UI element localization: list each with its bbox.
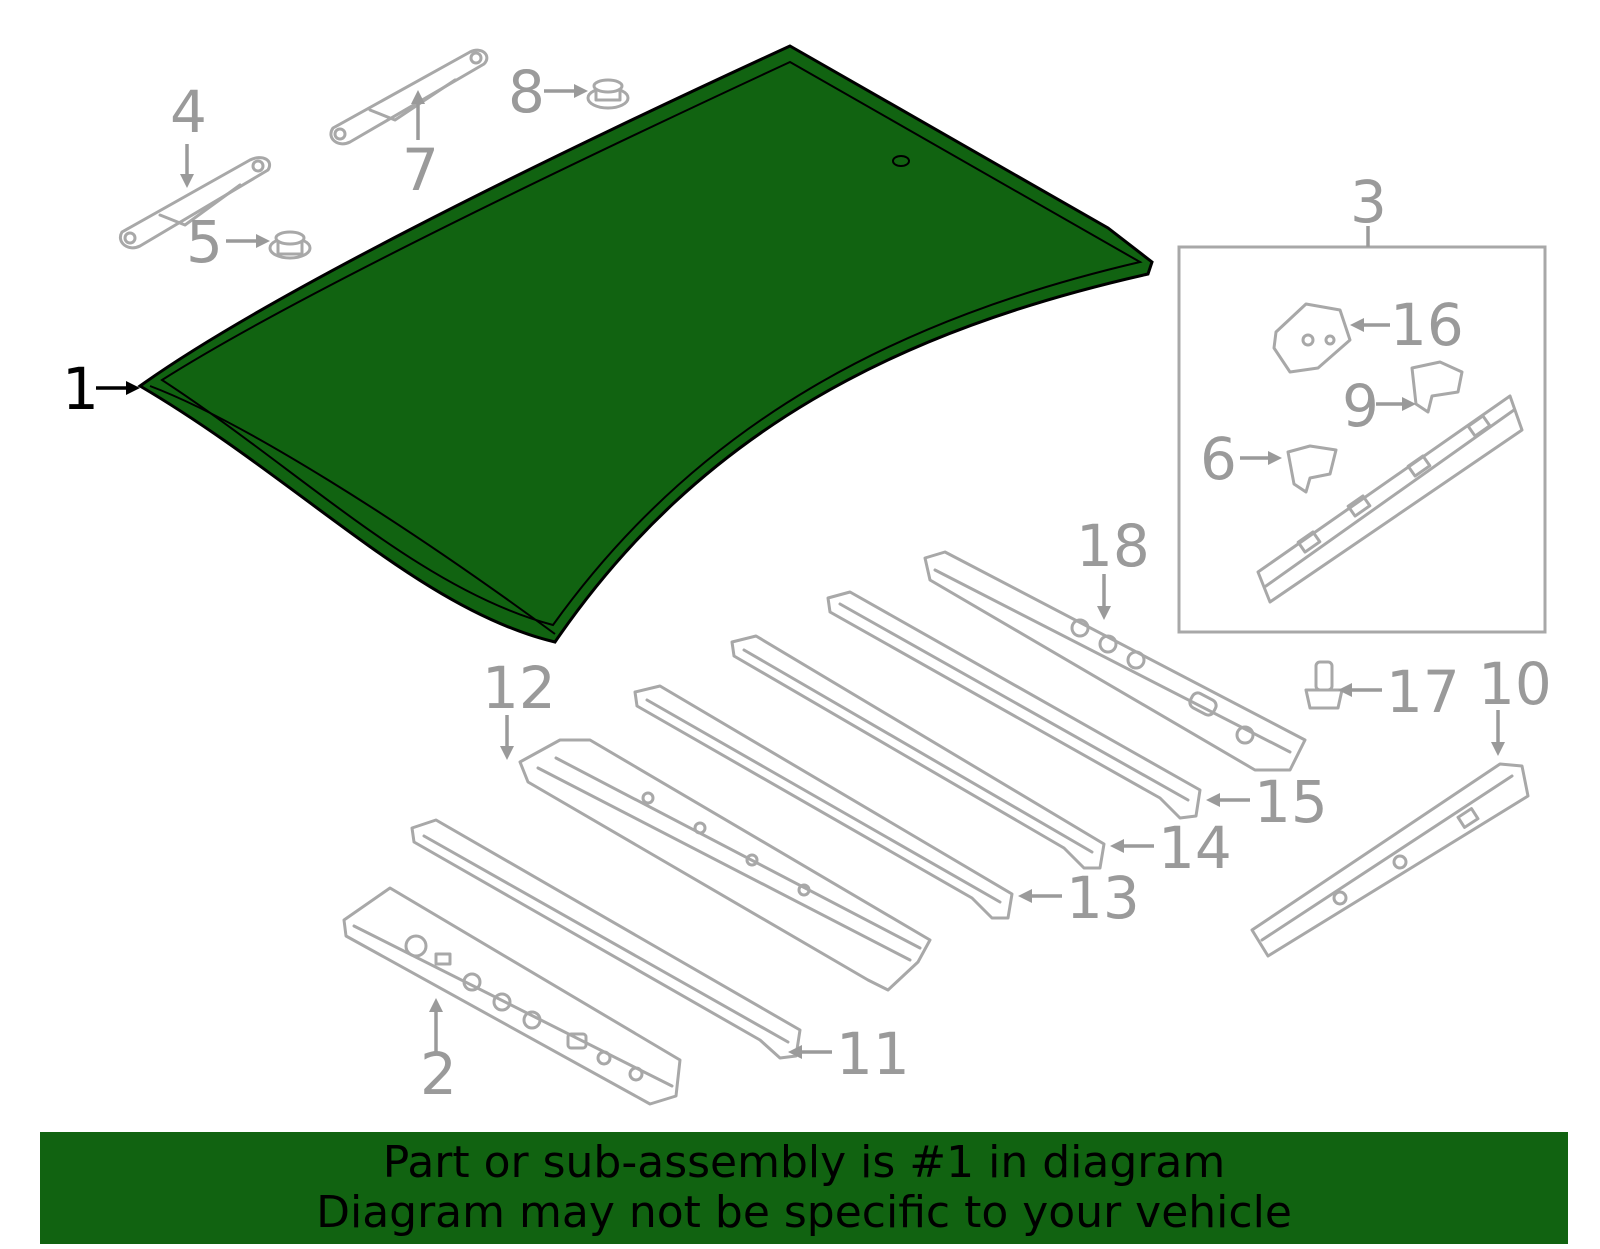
callout-3: 3 — [1350, 168, 1387, 236]
callout-4: 4 — [170, 78, 207, 146]
info-banner: Part or sub-assembly is #1 in diagram Di… — [40, 1132, 1568, 1244]
banner-line-2: Diagram may not be specific to your vehi… — [316, 1187, 1292, 1238]
part-13-crossmember[interactable] — [633, 684, 1014, 920]
callout-18: 18 — [1076, 512, 1150, 580]
part-12-crossmember[interactable] — [518, 738, 932, 992]
callout-16: 16 — [1390, 291, 1464, 359]
callout-labels: 1 2 3 4 5 6 7 8 9 10 11 12 13 14 15 16 1… — [62, 58, 1552, 1108]
callout-11: 11 — [836, 1020, 910, 1088]
callout-1: 1 — [62, 355, 99, 423]
part-16-bracket[interactable] — [1272, 302, 1352, 374]
part-5-clip[interactable] — [268, 230, 312, 260]
callout-7: 7 — [402, 136, 439, 204]
callout-14: 14 — [1158, 814, 1232, 882]
part-7-bracket[interactable] — [329, 48, 489, 146]
part-1-roof-panel[interactable] — [137, 44, 1154, 644]
callout-10: 10 — [1478, 650, 1552, 718]
callout-9: 9 — [1342, 372, 1379, 440]
callout-17: 17 — [1386, 658, 1460, 726]
banner-line-1: Part or sub-assembly is #1 in diagram — [382, 1137, 1226, 1188]
part-3-subassembly-box[interactable] — [1177, 245, 1547, 634]
callout-2: 2 — [420, 1040, 457, 1108]
callout-8: 8 — [508, 58, 545, 126]
part-3-rail[interactable] — [1256, 394, 1524, 604]
leader-arrows — [96, 84, 1505, 1059]
part-4-bracket[interactable] — [119, 156, 271, 250]
part-6-bracket[interactable] — [1286, 444, 1338, 494]
callout-12: 12 — [482, 654, 556, 722]
part-8-clip[interactable] — [586, 78, 630, 110]
callout-5: 5 — [186, 208, 223, 276]
callout-6: 6 — [1200, 425, 1237, 493]
part-17-bolt[interactable] — [1304, 660, 1344, 710]
part-9-bracket[interactable] — [1410, 360, 1464, 414]
callout-13: 13 — [1066, 864, 1140, 932]
part-15-crossmember[interactable] — [826, 590, 1202, 820]
part-14-crossmember[interactable] — [730, 634, 1106, 870]
part-10-side-rail[interactable] — [1250, 762, 1530, 958]
callout-15: 15 — [1254, 768, 1328, 836]
part-11-crossmember[interactable] — [410, 818, 802, 1060]
part-18-crossmember[interactable] — [923, 550, 1307, 772]
part-2-front-header[interactable] — [342, 886, 682, 1106]
